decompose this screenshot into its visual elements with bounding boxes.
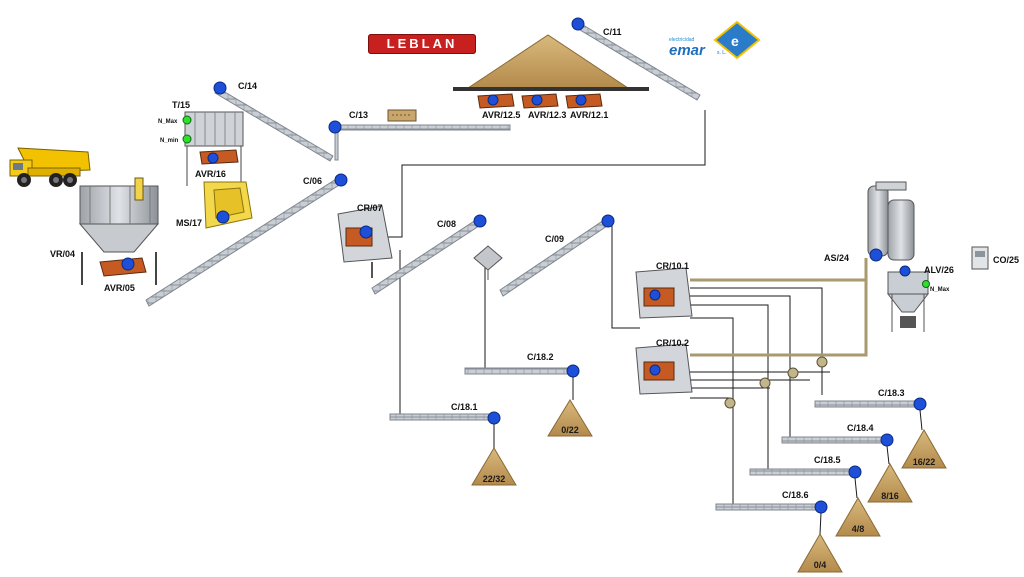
level-min-indicator [182,134,192,144]
duct-junctions [724,356,828,409]
label-c08: C/08 [437,219,457,229]
emar-suffix: s. L. [717,50,727,56]
label-co25: CO/25 [993,255,1020,265]
pile-022 [547,399,593,437]
hopper-vr04[interactable] [78,177,160,285]
label-alv26: ALV/26 [924,265,954,275]
label-avr123: AVR/12.3 [528,110,567,120]
conveyors[interactable] [145,21,922,511]
feeder-avr05[interactable] [99,257,147,277]
motor-c183 [913,397,927,411]
label-avr05: AVR/05 [104,283,135,293]
label-cr102: CR/10.2 [656,338,690,348]
stockpile-main [453,34,649,91]
silo-level-indicator [922,280,930,288]
compressor-co25[interactable] [971,246,989,270]
feeder-avr121[interactable] [565,93,603,109]
label-avr125: AVR/12.5 [482,110,521,120]
motor-c13 [328,120,342,134]
pile-label-2232: 22/32 [482,474,506,484]
motors[interactable] [213,17,927,514]
level-max-indicator [182,115,192,125]
pile-04 [797,533,843,573]
motor-c14 [213,81,227,95]
pile-label-04: 0/4 [813,560,827,570]
feeder-avr123[interactable] [521,93,559,109]
dust-ducts [690,258,868,357]
label-c184: C/18.4 [847,423,874,433]
motor-c11 [571,17,585,31]
chute-splitter [473,245,503,280]
mill-ms17[interactable] [203,181,253,229]
motor-c182 [566,364,580,378]
label-level-max: N_Max [158,119,178,125]
feeder-avr125[interactable] [477,93,515,109]
motor-c09 [601,214,615,228]
emar-mark-icon: e [713,20,761,60]
silo-alv26[interactable] [886,265,930,332]
label-t15: T/15 [172,100,191,110]
filter-as24[interactable] [867,181,915,262]
label-c14: C/14 [238,81,258,91]
label-c186: C/18.6 [782,490,809,500]
svg-text:e: e [731,33,739,49]
sample-box [387,109,417,122]
label-c06: C/06 [303,176,323,186]
pile-label-816: 8/16 [881,491,899,501]
label-vr04: VR/04 [50,249,76,259]
label-cr101: CR/10.1 [656,261,690,271]
crusher-cr07[interactable] [337,205,393,278]
pile-1622 [901,429,947,469]
label-avr121: AVR/12.1 [570,110,609,120]
crusher-cr102[interactable] [635,343,693,395]
label-c183: C/18.3 [878,388,905,398]
motor-c181 [487,411,501,425]
leblan-logo: LEBLAN [368,34,476,54]
label-c181: C/18.1 [451,402,478,412]
pile-label-022: 0/22 [561,425,579,435]
process-lines [380,110,830,505]
emar-tagline: electricidad [669,37,695,43]
motor-c184 [880,433,894,447]
label-c11: C/11 [603,27,622,37]
emar-logo: e electricidad emar s. L. [667,20,763,60]
pile-48 [835,497,881,537]
emar-name: emar [669,42,705,59]
motor-c08 [473,214,487,228]
label-c185: C/18.5 [814,455,841,465]
label-ms17: MS/17 [176,218,203,228]
pile-label-1622: 16/22 [912,457,936,467]
label-c182: C/18.2 [527,352,554,362]
pile-2232 [471,447,517,486]
pile-label-48: 4/8 [851,524,865,534]
pile-feed-lines [493,377,923,535]
label-c09: C/09 [545,234,565,244]
label-avr16: AVR/16 [195,169,226,179]
pile-816 [867,463,913,503]
label-silo-level-max: N_Max [930,287,950,293]
bin-t15[interactable] [182,111,244,186]
feeder-avr16[interactable] [199,149,239,165]
label-c13: C/13 [349,110,369,120]
dump-truck [9,147,91,187]
label-cr07: CR/07 [357,203,383,213]
motor-c186 [814,500,828,514]
label-level-min: N_min [160,138,179,144]
motor-c185 [848,465,862,479]
motor-c06 [334,173,348,187]
label-as24: AS/24 [824,253,850,263]
crusher-cr101[interactable] [635,267,693,319]
